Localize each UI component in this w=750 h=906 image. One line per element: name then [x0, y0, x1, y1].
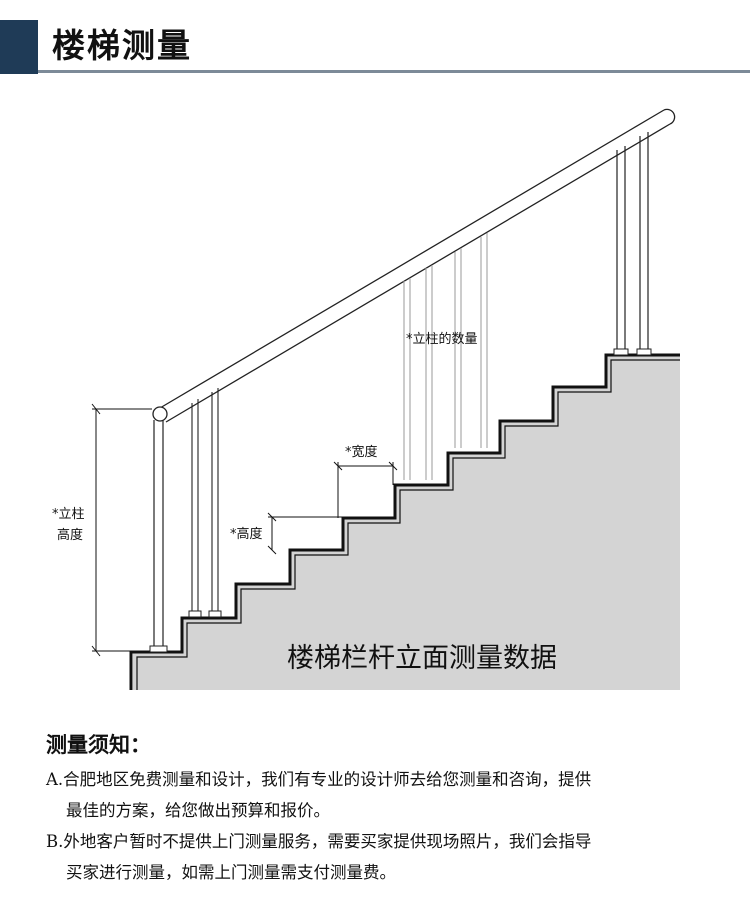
note-item-a: A.合肥地区免费测量和设计，我们有专业的设计师去给您测量和咨询，提供 最佳的方案… — [46, 764, 726, 826]
header-divider — [38, 70, 750, 73]
page-title: 楼梯测量 — [52, 26, 192, 65]
note-a-line2: 最佳的方案，给您做出预算和报价。 — [66, 801, 330, 820]
tread-width-label: *宽度 — [345, 444, 378, 460]
note-item-b: B.外地客户暂时不提供上门测量服务，需要买家提供现场照片，我们会指导 买家进行测… — [46, 826, 726, 888]
diagram-caption: 楼梯栏杆立面测量数据 — [287, 643, 557, 674]
notes-title: 测量须知： — [46, 733, 151, 757]
middle-balusters — [403, 233, 488, 480]
step-height-dimension — [267, 512, 342, 555]
stair-outline — [129, 353, 680, 690]
end-newel-posts — [613, 132, 652, 356]
baluster-count-label: *立柱的数量 — [406, 331, 478, 347]
handrail — [152, 108, 676, 423]
note-a-line1: A.合肥地区免费测量和设计，我们有专业的设计师去给您测量和咨询，提供 — [46, 770, 592, 789]
note-b-line1: B.外地客户暂时不提供上门测量服务，需要买家提供现场照片，我们会指导 — [46, 832, 592, 851]
measurement-notes: 测量须知： A.合肥地区免费测量和设计，我们有专业的设计师去给您测量和咨询，提供… — [46, 730, 726, 888]
start-newel-post — [149, 420, 168, 653]
post-height-label-line1: *立柱 — [52, 507, 85, 522]
stair-body — [133, 355, 680, 690]
stair-elevation-svg: *立柱 高度 *高度 *宽度 *立柱的数量 楼梯栏杆立面测量数据 — [52, 108, 680, 690]
note-b-line2: 买家进行测量，如需上门测量需支付测量费。 — [66, 863, 396, 882]
tread-width-dimension — [333, 461, 398, 518]
stair-measurement-diagram: *立柱 高度 *高度 *宽度 *立柱的数量 楼梯栏杆立面测量数据 — [0, 90, 750, 710]
step-height-label: *高度 — [230, 526, 263, 542]
header: 楼梯测量 — [0, 0, 750, 75]
post-height-dimension — [91, 403, 152, 657]
stair-inner-outline — [136, 359, 680, 690]
post-height-label-line2: 高度 — [57, 527, 83, 543]
lower-balusters — [188, 388, 222, 618]
header-accent-block — [0, 20, 38, 74]
